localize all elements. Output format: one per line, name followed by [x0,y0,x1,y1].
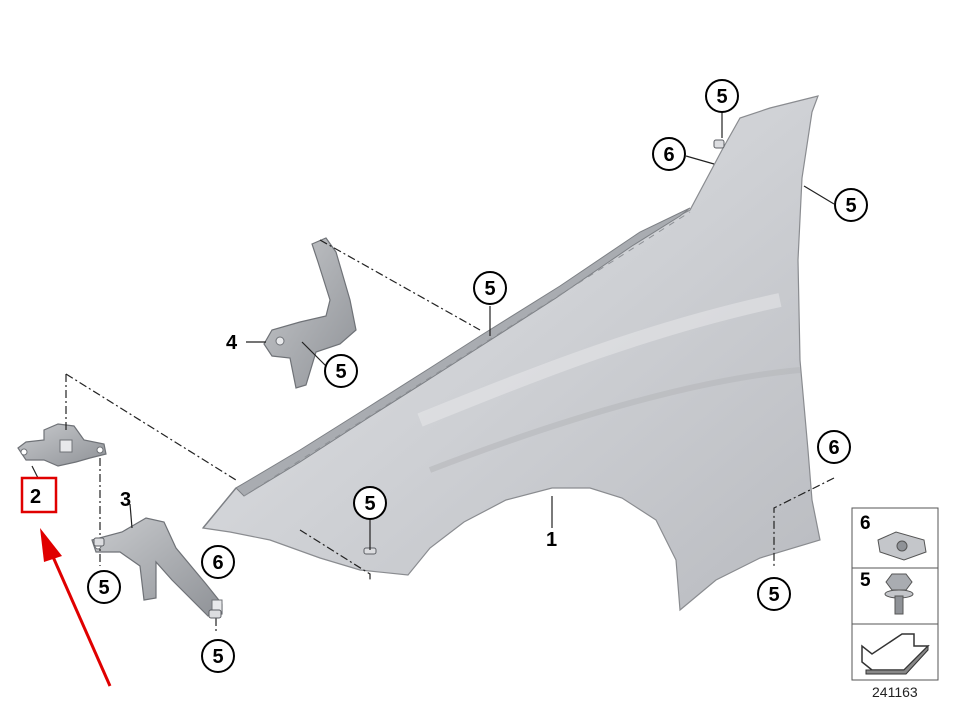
svg-text:5: 5 [98,577,109,599]
svg-text:5: 5 [768,584,779,606]
red-arrow-icon [40,528,112,687]
svg-text:5: 5 [845,195,856,217]
assembly-lines [65,239,835,632]
svg-text:6: 6 [212,552,223,574]
label-part-1: 1 [546,529,557,551]
callout-c-top-rail: 5 [473,271,507,305]
legend-nut-label: 6 [860,513,871,534]
leader-lines [31,112,835,550]
callout-c-rear-5: 5 [757,577,791,611]
svg-text:6: 6 [663,144,674,166]
callout-c-top-6: 6 [652,137,686,171]
callout-c-bracket2: 5 [87,570,121,604]
svg-text:5: 5 [335,361,346,383]
legend-bolt-label: 5 [860,570,871,591]
callout-c-top-right: 5 [705,79,739,113]
bolt-icon [884,573,914,615]
arrow-direction-icon [861,633,930,675]
callout-c-right-edge: 5 [834,188,868,222]
label-part-2: 2 [30,486,41,508]
svg-text:5: 5 [484,278,495,300]
svg-text:5: 5 [212,646,223,668]
bracket-front [17,423,107,467]
label-part-3: 3 [120,489,131,511]
svg-text:5: 5 [364,493,375,515]
callout-c-bracket3-5: 5 [201,639,235,673]
clip-nut-icon [877,531,927,561]
label-part-4: 4 [226,332,238,354]
diagram-number: 241163 [872,684,918,700]
svg-text:5: 5 [716,86,727,108]
fender-part [201,95,821,612]
svg-text:6: 6 [828,437,839,459]
callout-c-bracket3-6: 6 [201,545,235,579]
callout-c-front-wheel: 5 [353,486,387,520]
bracket-upper [263,237,357,389]
highlighted-part-2: 2 [20,476,58,514]
legend-panel: 6 5 [851,507,939,681]
callout-c-rear-6: 6 [817,430,851,464]
highlight-box [20,476,58,514]
callout-c-bracket4: 5 [324,354,358,388]
